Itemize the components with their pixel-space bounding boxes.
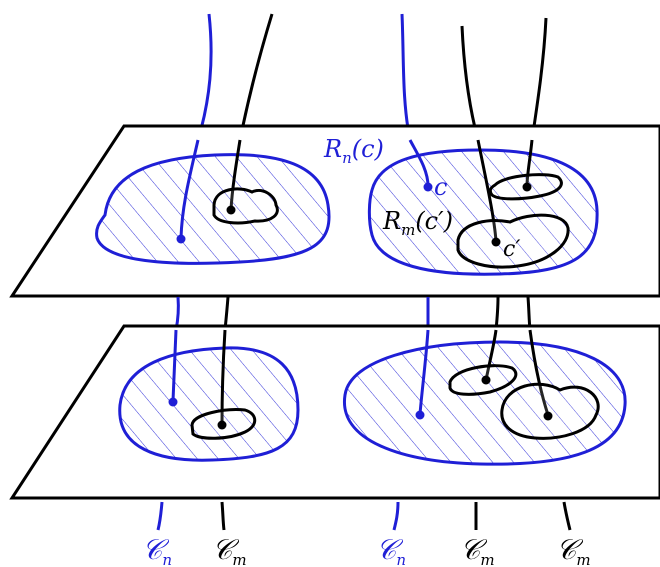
upper-strands bbox=[196, 13, 548, 141]
subregion-lower-right-bottom bbox=[500, 382, 600, 440]
label-cm-right: 𝒞m bbox=[556, 533, 591, 567]
region-right-bottom bbox=[343, 340, 627, 466]
point-black-left-bottom bbox=[217, 420, 227, 430]
strand-blue-left-into-region-bottom bbox=[171, 329, 178, 402]
point-cprime bbox=[491, 237, 501, 247]
strand-blue-right-into-region bbox=[408, 139, 430, 187]
point-blue-right-bottom bbox=[415, 410, 425, 420]
label-point-c: c bbox=[434, 173, 447, 201]
strand-black-left-top bbox=[238, 13, 274, 141]
bottom-plane bbox=[9, 324, 660, 500]
strand-black-mid-into-region bbox=[476, 139, 498, 242]
strand-black-left-into-region bbox=[229, 139, 242, 211]
label-cn-right: 𝒞n bbox=[376, 533, 406, 567]
label-region-m-cprime: Rm(c′) bbox=[382, 207, 453, 239]
point-c bbox=[423, 182, 433, 192]
point-black-upper-right-top bbox=[522, 182, 532, 192]
point-black-left-top bbox=[226, 205, 236, 215]
strand-black-right-into-region-bottom bbox=[528, 329, 550, 416]
bottom-labels: 𝒞n 𝒞m 𝒞n 𝒞m 𝒞m bbox=[142, 533, 591, 567]
strand-black-left-into-region-bottom bbox=[220, 329, 227, 425]
strand-blue-right-into-region-bottom bbox=[418, 329, 430, 415]
lower-strands bbox=[156, 501, 572, 531]
strand-blue-left-top bbox=[196, 13, 213, 141]
strand-blue-left-bottom bbox=[156, 501, 164, 531]
strand-blue-right-bottom bbox=[392, 501, 400, 531]
strand-blue-right-top bbox=[400, 13, 412, 141]
strand-black-mid-into-region-bottom bbox=[484, 329, 498, 381]
label-cm-mid: 𝒞m bbox=[460, 533, 495, 567]
label-point-cprime: c′ bbox=[503, 237, 520, 262]
strand-blue-left-into-region bbox=[179, 139, 200, 239]
label-region-n-c: Rn(c) bbox=[323, 135, 384, 167]
point-black-lower-right-bottom bbox=[543, 411, 553, 421]
strand-black-mid-top bbox=[460, 25, 480, 141]
label-cn-left: 𝒞n bbox=[142, 533, 172, 567]
label-cm-left: 𝒞m bbox=[212, 533, 247, 567]
strand-black-left-bottom bbox=[220, 501, 226, 531]
top-plane: Rn(c) c Rm(c′) c′ bbox=[9, 124, 660, 298]
strand-black-right-bottom bbox=[562, 501, 572, 531]
point-black-upper-right-bottom bbox=[481, 375, 491, 385]
subregion-left-top bbox=[212, 187, 279, 225]
point-blue-left-top bbox=[176, 234, 186, 244]
subregion-lower-right-top bbox=[456, 213, 570, 269]
strand-black-right-top bbox=[530, 17, 548, 141]
point-blue-left-bottom bbox=[168, 397, 178, 407]
region-left-bottom bbox=[118, 346, 300, 462]
